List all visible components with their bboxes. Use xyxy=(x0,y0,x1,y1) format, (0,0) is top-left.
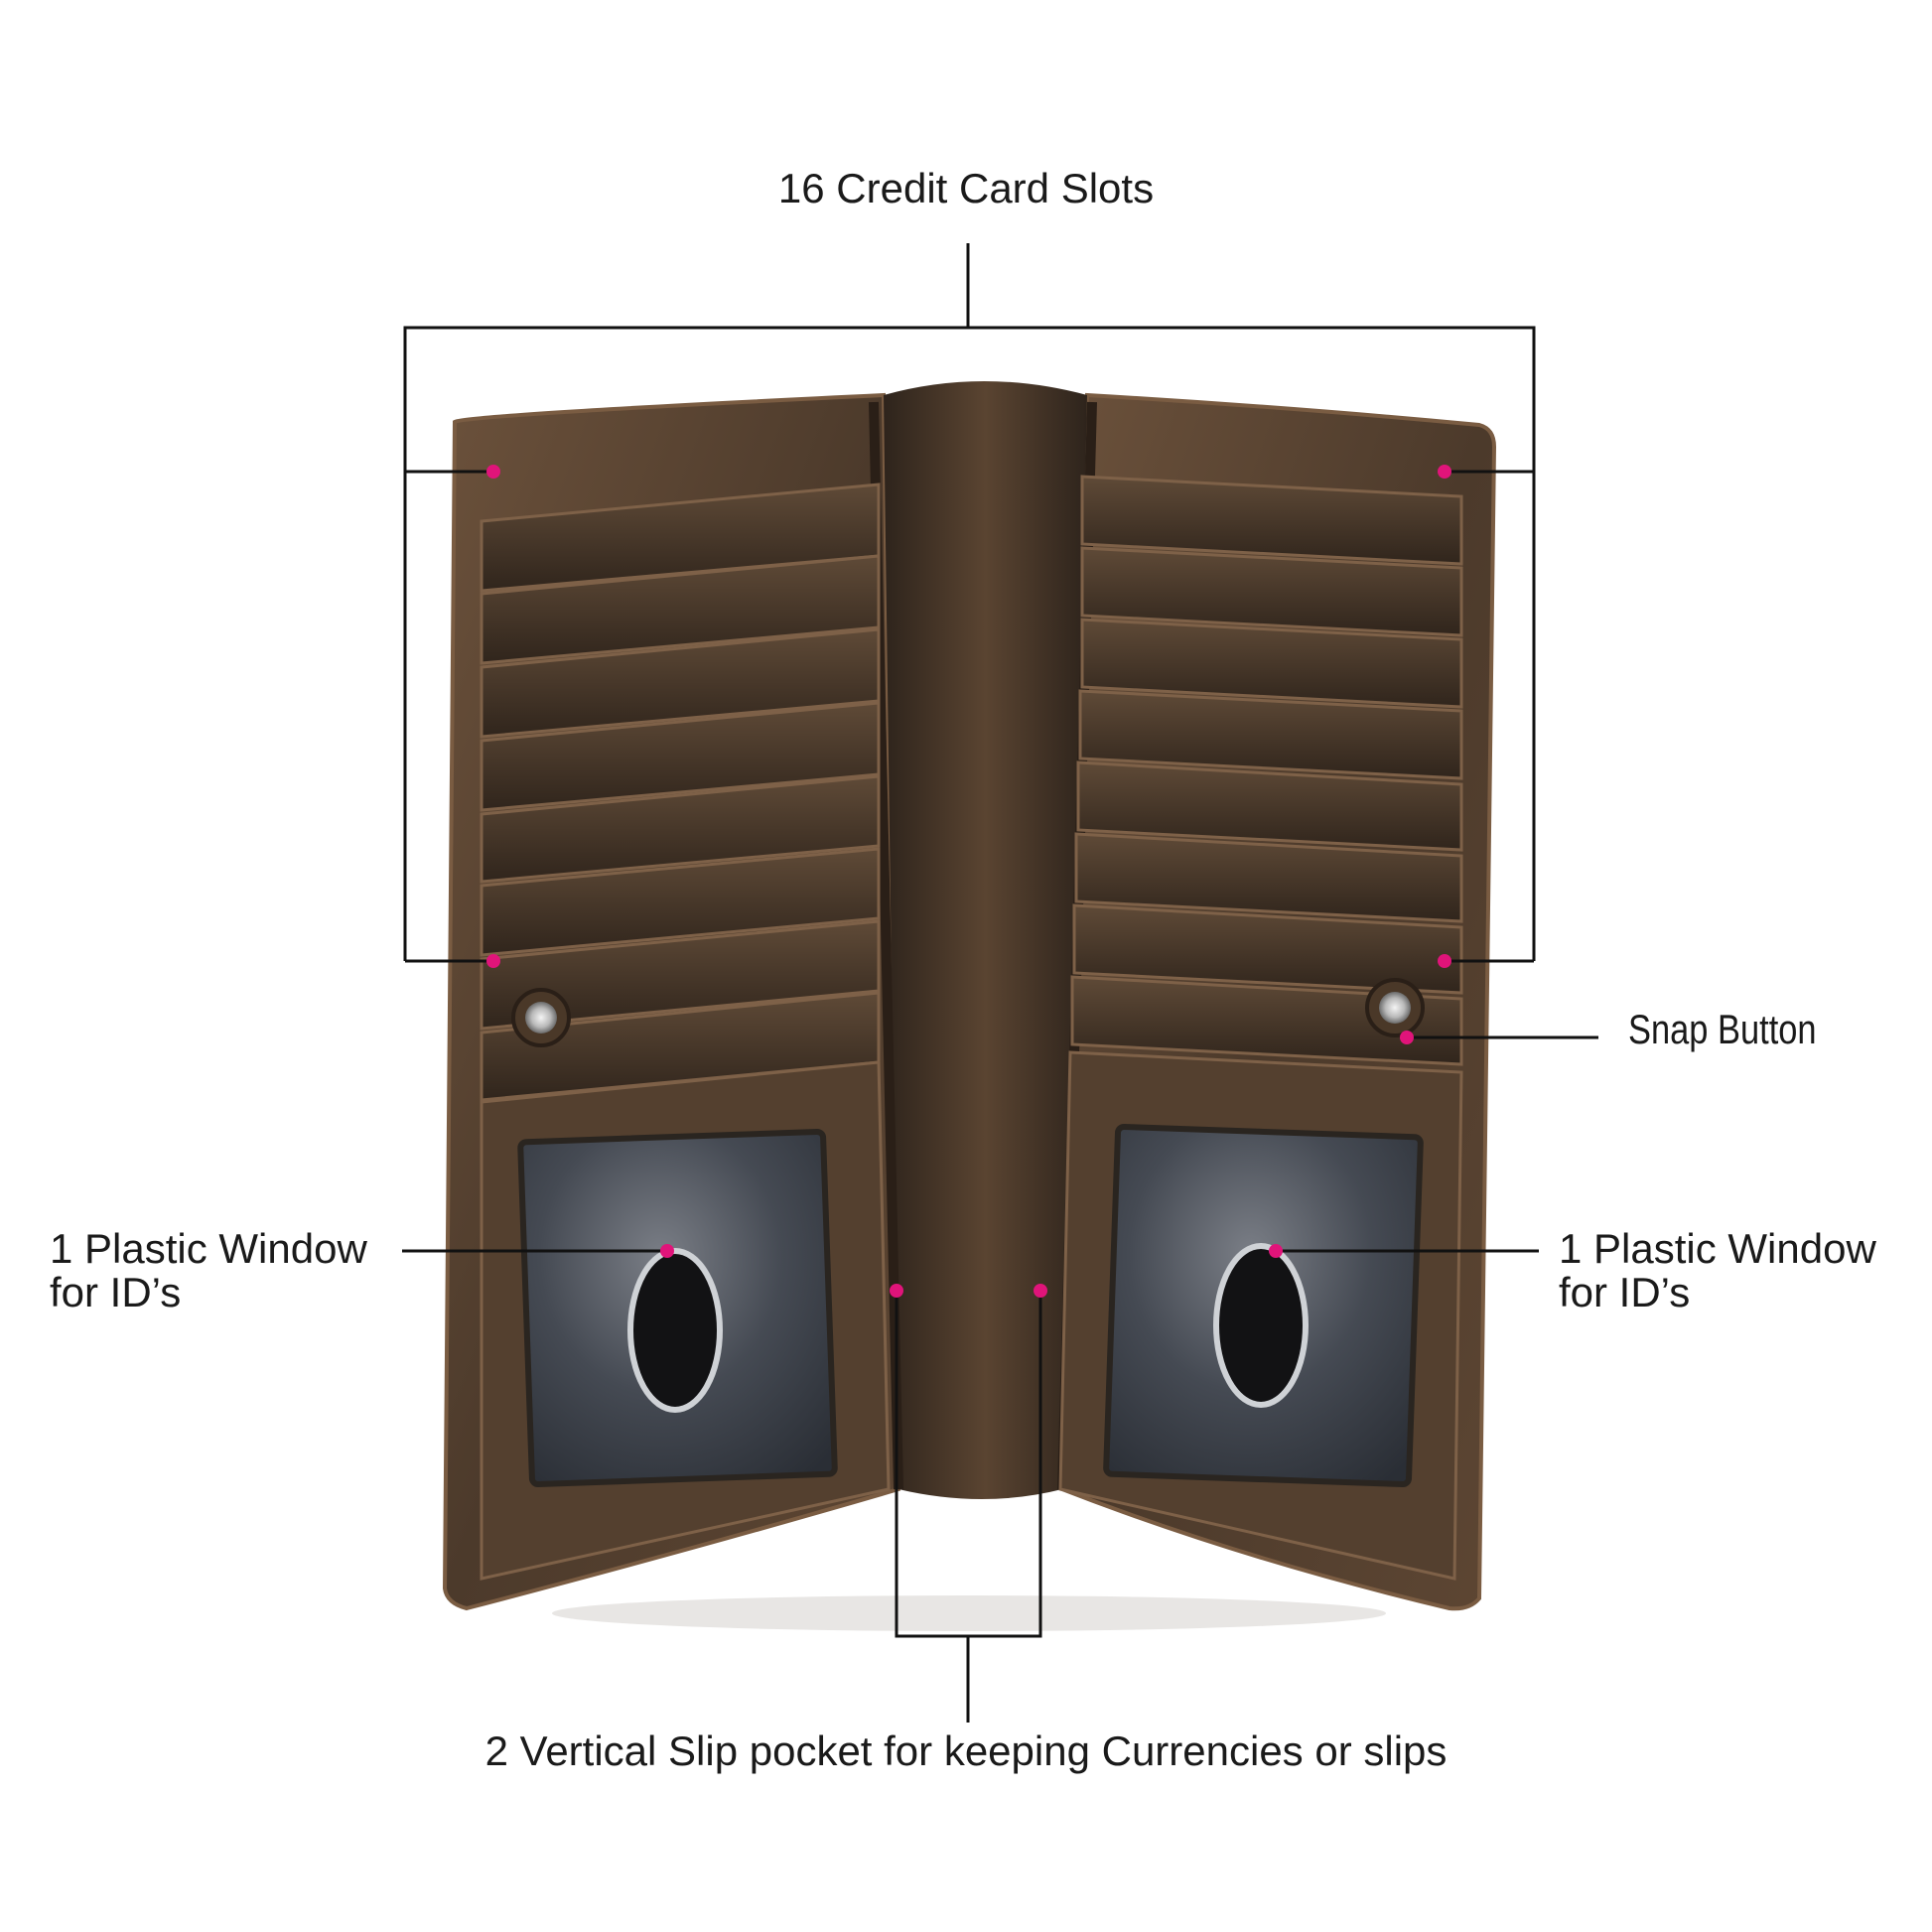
left-window-label-line2: for ID’s xyxy=(50,1269,182,1316)
card-slot xyxy=(480,701,881,812)
id-window-icon xyxy=(1213,1243,1309,1408)
snap-button-icon xyxy=(525,1002,557,1034)
card-slot xyxy=(480,774,881,884)
marker-dot xyxy=(486,954,500,968)
right-window-label-line1: 1 Plastic Window xyxy=(1559,1225,1876,1272)
id-window-icon xyxy=(627,1248,723,1413)
marker-dot xyxy=(1438,954,1451,968)
card-slot xyxy=(480,627,881,739)
credit-card-slots-label: 16 Credit Card Slots xyxy=(777,165,1155,211)
marker-dots xyxy=(486,465,1451,1298)
card-slot xyxy=(1080,546,1463,637)
card-slot xyxy=(1078,689,1463,780)
card-slot xyxy=(480,847,881,957)
marker-dot xyxy=(1400,1031,1414,1044)
marker-dot xyxy=(1438,465,1451,479)
right-window-label: 1 Plastic Window for ID’s xyxy=(1559,1225,1876,1316)
right-window-label-line2: for ID’s xyxy=(1559,1269,1691,1316)
snap-button-label: Snap Button xyxy=(1628,1006,1817,1052)
marker-dot xyxy=(1269,1244,1283,1258)
marker-dot xyxy=(486,465,500,479)
card-slot xyxy=(1074,832,1463,923)
marker-dot xyxy=(890,1284,903,1298)
card-slot xyxy=(1080,475,1463,566)
snap-button-icon xyxy=(1379,992,1411,1024)
card-slot xyxy=(480,919,881,1031)
credit-card-bracket xyxy=(403,326,1536,961)
card-slot xyxy=(1076,760,1463,852)
card-slot xyxy=(480,554,881,665)
wallet-spine xyxy=(884,381,1087,1499)
card-slot xyxy=(1070,975,1463,1066)
callout-lines xyxy=(402,243,1598,1723)
marker-dot xyxy=(660,1244,674,1258)
marker-dot xyxy=(1034,1284,1047,1298)
slip-pocket-label: 2 Vertical Slip pocket for keeping Curre… xyxy=(484,1727,1448,1774)
right-card-slots xyxy=(1070,475,1463,1066)
left-window-label-line1: 1 Plastic Window xyxy=(50,1225,367,1272)
left-window-label: 1 Plastic Window for ID’s xyxy=(50,1225,367,1316)
left-card-slots xyxy=(480,483,881,1102)
card-slot xyxy=(1072,903,1463,995)
card-slot xyxy=(1080,618,1463,709)
wallet-shadow xyxy=(552,1595,1386,1631)
